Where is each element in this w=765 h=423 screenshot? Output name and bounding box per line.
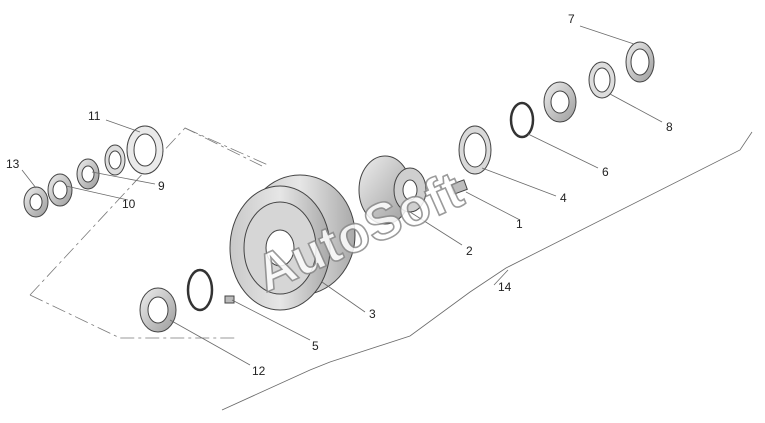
part-4-tone-ring (458, 125, 492, 175)
part-11-gasket (126, 125, 164, 175)
callout-11: 11 (88, 109, 101, 123)
callout-labels: 1 2 3 4 5 6 7 8 9 10 11 12 13 14 (6, 12, 673, 378)
callout-7: 7 (568, 12, 575, 26)
callout-3: 3 (369, 307, 376, 321)
part-8-ring (588, 61, 616, 99)
callout-12: 12 (252, 364, 266, 378)
callout-14: 14 (498, 280, 512, 294)
part-1-wheel-stud (450, 179, 468, 195)
part-3-brake-drum (229, 174, 356, 311)
leader-lines (21, 25, 663, 366)
callout-1: 1 (516, 217, 523, 231)
callout-2: 2 (466, 244, 473, 258)
part-5-bolt (224, 295, 235, 304)
part-7-seal (625, 41, 655, 83)
axis-lines (29, 127, 269, 339)
part-9-nut (76, 158, 100, 190)
part-washer (104, 144, 126, 176)
part-inner-bearing (543, 81, 577, 123)
part-10-lock-washer (47, 173, 73, 207)
part-2-wheel-hub (358, 155, 427, 225)
callout-9: 9 (158, 179, 165, 193)
frame-outline (221, 131, 753, 411)
part-6-snap-ring (509, 101, 535, 139)
part-retaining-ring (186, 268, 214, 312)
callout-8: 8 (666, 120, 673, 134)
callout-5: 5 (312, 339, 319, 353)
part-12-bearing (139, 287, 177, 333)
callout-13: 13 (6, 157, 20, 171)
callout-4: 4 (560, 191, 567, 205)
callout-10: 10 (122, 197, 136, 211)
callout-6: 6 (602, 165, 609, 179)
part-13-nut (23, 186, 49, 218)
